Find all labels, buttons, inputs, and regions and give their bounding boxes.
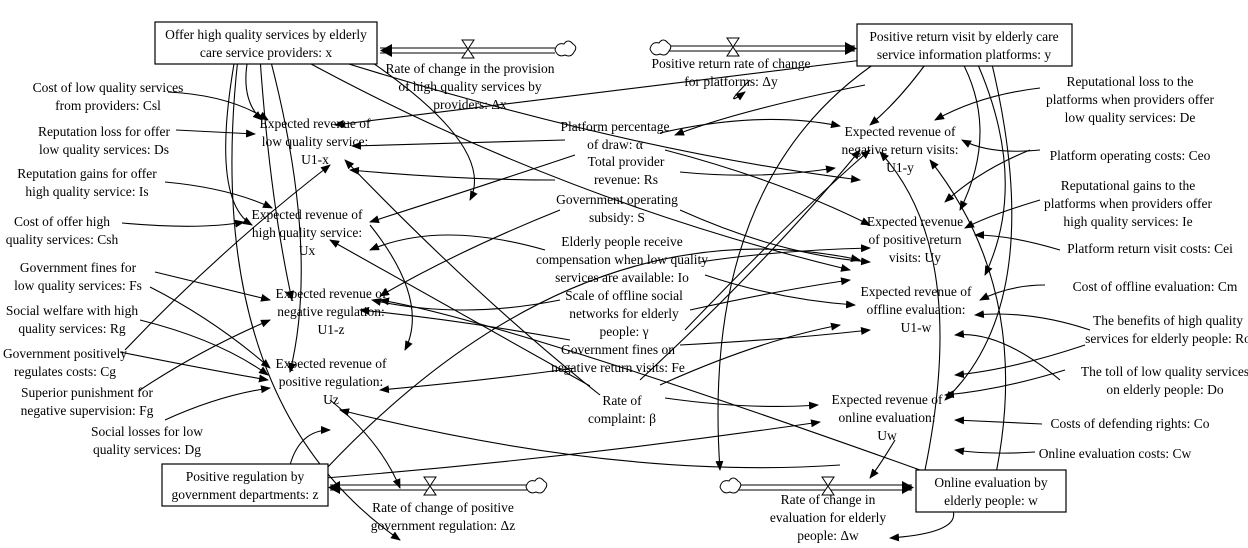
valves [423, 37, 835, 496]
param-co: Costs of defending rights: Co [1051, 416, 1210, 431]
param-ceo: Platform operating costs: Ceo [1050, 148, 1211, 163]
param-cm: Cost of offline evaluation: Cm [1073, 279, 1238, 294]
stock-z-box [161, 463, 329, 507]
stock-x-box [154, 21, 378, 65]
stock-w-box [915, 469, 1067, 513]
param-cei: Platform return visit costs: Cei [1067, 241, 1233, 256]
param-cw: Online evaluation costs: Cw [1039, 446, 1192, 461]
flow-pipes [328, 42, 914, 494]
clouds [525, 39, 742, 494]
causal-links [119, 34, 1091, 542]
stock-boxes [154, 21, 1073, 513]
stock-y-box [856, 23, 1073, 67]
